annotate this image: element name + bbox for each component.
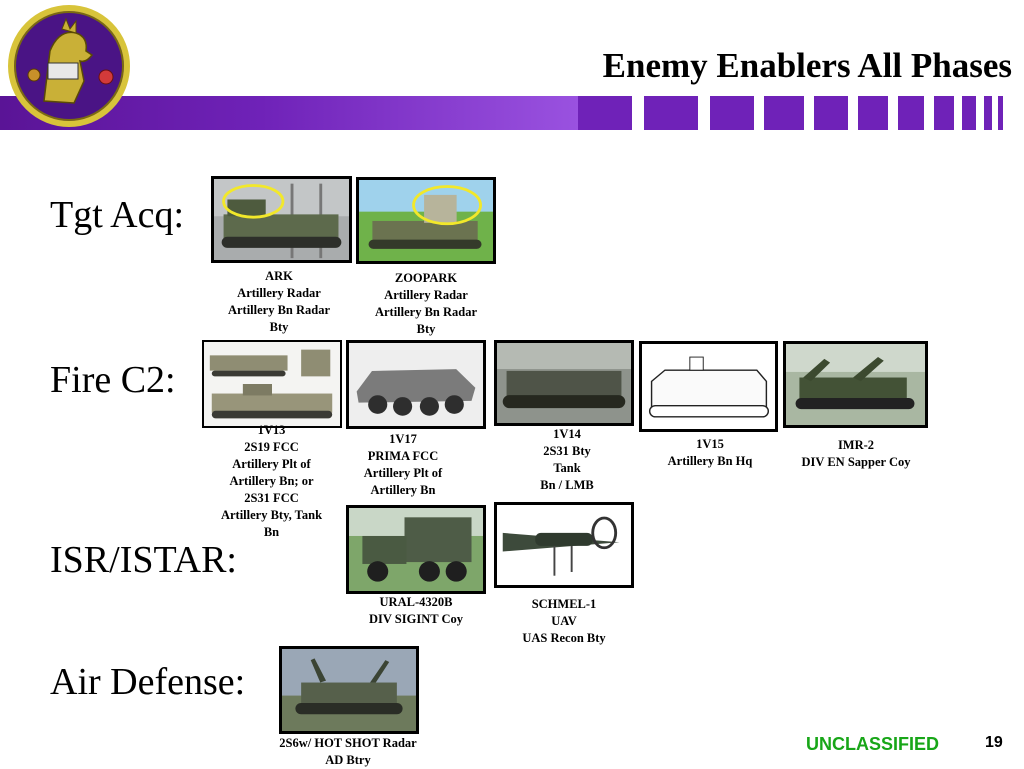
caption-line: Bn [263, 525, 280, 539]
header-band-block [578, 96, 632, 130]
caption-line: ZOOPARK [394, 271, 458, 285]
caption-line: 1V13 [257, 423, 286, 437]
header-band-block [998, 96, 1003, 130]
caption-line: DIV EN Sapper Coy [801, 455, 911, 469]
caption-line: SCHMEL-1 [531, 597, 597, 611]
caption-line: PRIMA FCC [367, 449, 439, 463]
classification-label: UNCLASSIFIED [806, 734, 940, 754]
row-label-air-defense: Air Defense: [50, 661, 246, 703]
caption-line: Artillery Plt of [232, 457, 311, 471]
caption-line: UAS Recon Bty [522, 631, 606, 645]
row-label-tgt-acq: Tgt Acq: [50, 194, 185, 236]
schmel-photo [494, 502, 634, 588]
caption-line: DIV SIGINT Coy [368, 612, 463, 626]
v13-caption: 1V13 2S19 FCC Artillery Plt of Artillery… [205, 422, 338, 541]
header-band-block [898, 96, 924, 130]
caption-line: UAV [551, 614, 577, 628]
header-band-block [644, 96, 698, 130]
caption-line: 2S6w/ HOT SHOT Radar [279, 736, 417, 750]
unit-emblem-lion-icon [8, 5, 130, 127]
caption-line: Artillery Radar [384, 288, 468, 302]
s6-caption: 2S6w/ HOT SHOT Radar AD Btry [262, 735, 434, 769]
ark-caption: ARK Artillery Radar Artillery Bn Radar B… [214, 268, 344, 336]
caption-line: Artillery Bty, Tank [220, 508, 323, 522]
caption-line: AD Btry [325, 753, 371, 767]
caption-line: Artillery Radar [237, 286, 321, 300]
caption-line: Bty [269, 320, 289, 334]
header-band-block [858, 96, 888, 130]
ark-photo [211, 176, 352, 263]
v14-photo [494, 340, 634, 426]
v15-photo [639, 341, 778, 432]
v14-caption: 1V14 2S31 Bty Tank Bn / LMB [521, 426, 613, 494]
zoopark-caption: ZOOPARK Artillery Radar Artillery Bn Rad… [361, 270, 491, 338]
imr2-photo [783, 341, 928, 428]
caption-line: Tank [553, 461, 581, 475]
ural-photo [346, 505, 486, 594]
slide-title: Enemy Enablers All Phases [602, 46, 1012, 85]
row-label-isr: ISR/ISTAR: [50, 539, 237, 581]
caption-line: Artillery Plt of [363, 466, 443, 480]
caption-line: 2S31 FCC [244, 491, 299, 505]
caption-line: Artillery Bn; or [229, 474, 314, 488]
caption-line: URAL-4320B [379, 595, 453, 609]
header-band-block [764, 96, 804, 130]
caption-line: 1V14 [553, 427, 581, 441]
v15-caption: 1V15 Artillery Bn Hq [651, 436, 769, 470]
caption-line: Artillery Bn Hq [667, 454, 753, 468]
header-band-block [814, 96, 848, 130]
caption-line: Bty [416, 322, 436, 336]
zoopark-photo [356, 177, 496, 264]
caption-line: Artillery Bn [370, 483, 436, 497]
caption-line: 2S19 FCC [244, 440, 299, 454]
row-label-fire-c2: Fire C2: [50, 359, 176, 401]
header-band-block [934, 96, 954, 130]
schmel-caption: SCHMEL-1 UAV UAS Recon Bty [510, 596, 618, 647]
caption-line: 2S31 Bty [543, 444, 591, 458]
v13-photo [202, 340, 342, 428]
imr2-caption: IMR-2 DIV EN Sapper Coy [790, 437, 922, 471]
v17-photo [346, 340, 486, 429]
caption-line: Bn / LMB [540, 478, 594, 492]
ural-caption: URAL-4320B DIV SIGINT Coy [358, 594, 474, 628]
caption-line: 1V15 [696, 437, 724, 451]
caption-line: Artillery Bn Radar [374, 305, 478, 319]
page-number: 19 [985, 734, 1003, 751]
caption-line: 1V17 [389, 432, 417, 446]
caption-line: IMR-2 [837, 438, 875, 452]
caption-line: Artillery Bn Radar [227, 303, 331, 317]
header-band-block [984, 96, 992, 130]
header-band-block [962, 96, 976, 130]
v17-caption: 1V17 PRIMA FCC Artillery Plt of Artiller… [350, 431, 456, 499]
s6-photo [279, 646, 419, 734]
caption-line: ARK [265, 269, 293, 283]
header-band-block [710, 96, 754, 130]
